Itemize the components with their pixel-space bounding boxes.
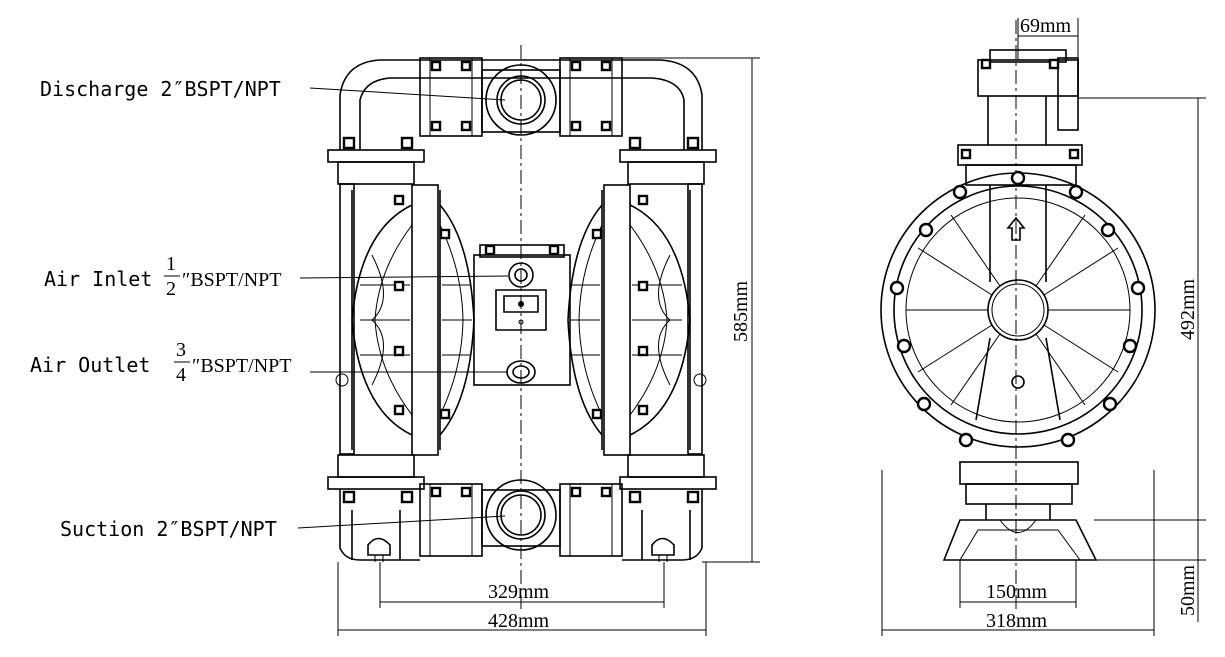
front-view xyxy=(297,45,760,636)
dim-front-outer-width: 428mm xyxy=(488,610,550,632)
suction-label: Suction 2″BSPT/NPT xyxy=(60,517,277,541)
dim-side-top-offset: 69mm xyxy=(1020,15,1072,37)
air-outlet-fraction-den: 4 xyxy=(176,364,186,386)
air-inlet-label: Air Inlet xyxy=(44,267,152,291)
air-inlet-fraction-den: 2 xyxy=(166,278,176,300)
side-view xyxy=(880,18,1206,636)
discharge-label: Discharge 2″BSPT/NPT xyxy=(40,77,281,101)
dim-side-height: 492mm xyxy=(1177,278,1199,340)
dim-front-inner-width: 329mm xyxy=(488,581,550,603)
dim-front-height: 585mm xyxy=(730,280,752,342)
dim-side-base-height: 50mm xyxy=(1177,564,1199,616)
air-outlet-label: Air Outlet xyxy=(30,353,150,377)
dim-side-inner-width: 150mm xyxy=(986,581,1048,603)
air-inlet-thread: ″BSPT/NPT xyxy=(182,269,281,291)
disc-ribs xyxy=(906,214,1130,406)
air-outlet-thread: ″BSPT/NPT xyxy=(192,355,291,377)
air-inlet-fraction-num: 1 xyxy=(166,253,176,275)
dim-side-outer-width: 318mm xyxy=(986,610,1048,632)
air-outlet-fraction-num: 3 xyxy=(176,339,186,361)
